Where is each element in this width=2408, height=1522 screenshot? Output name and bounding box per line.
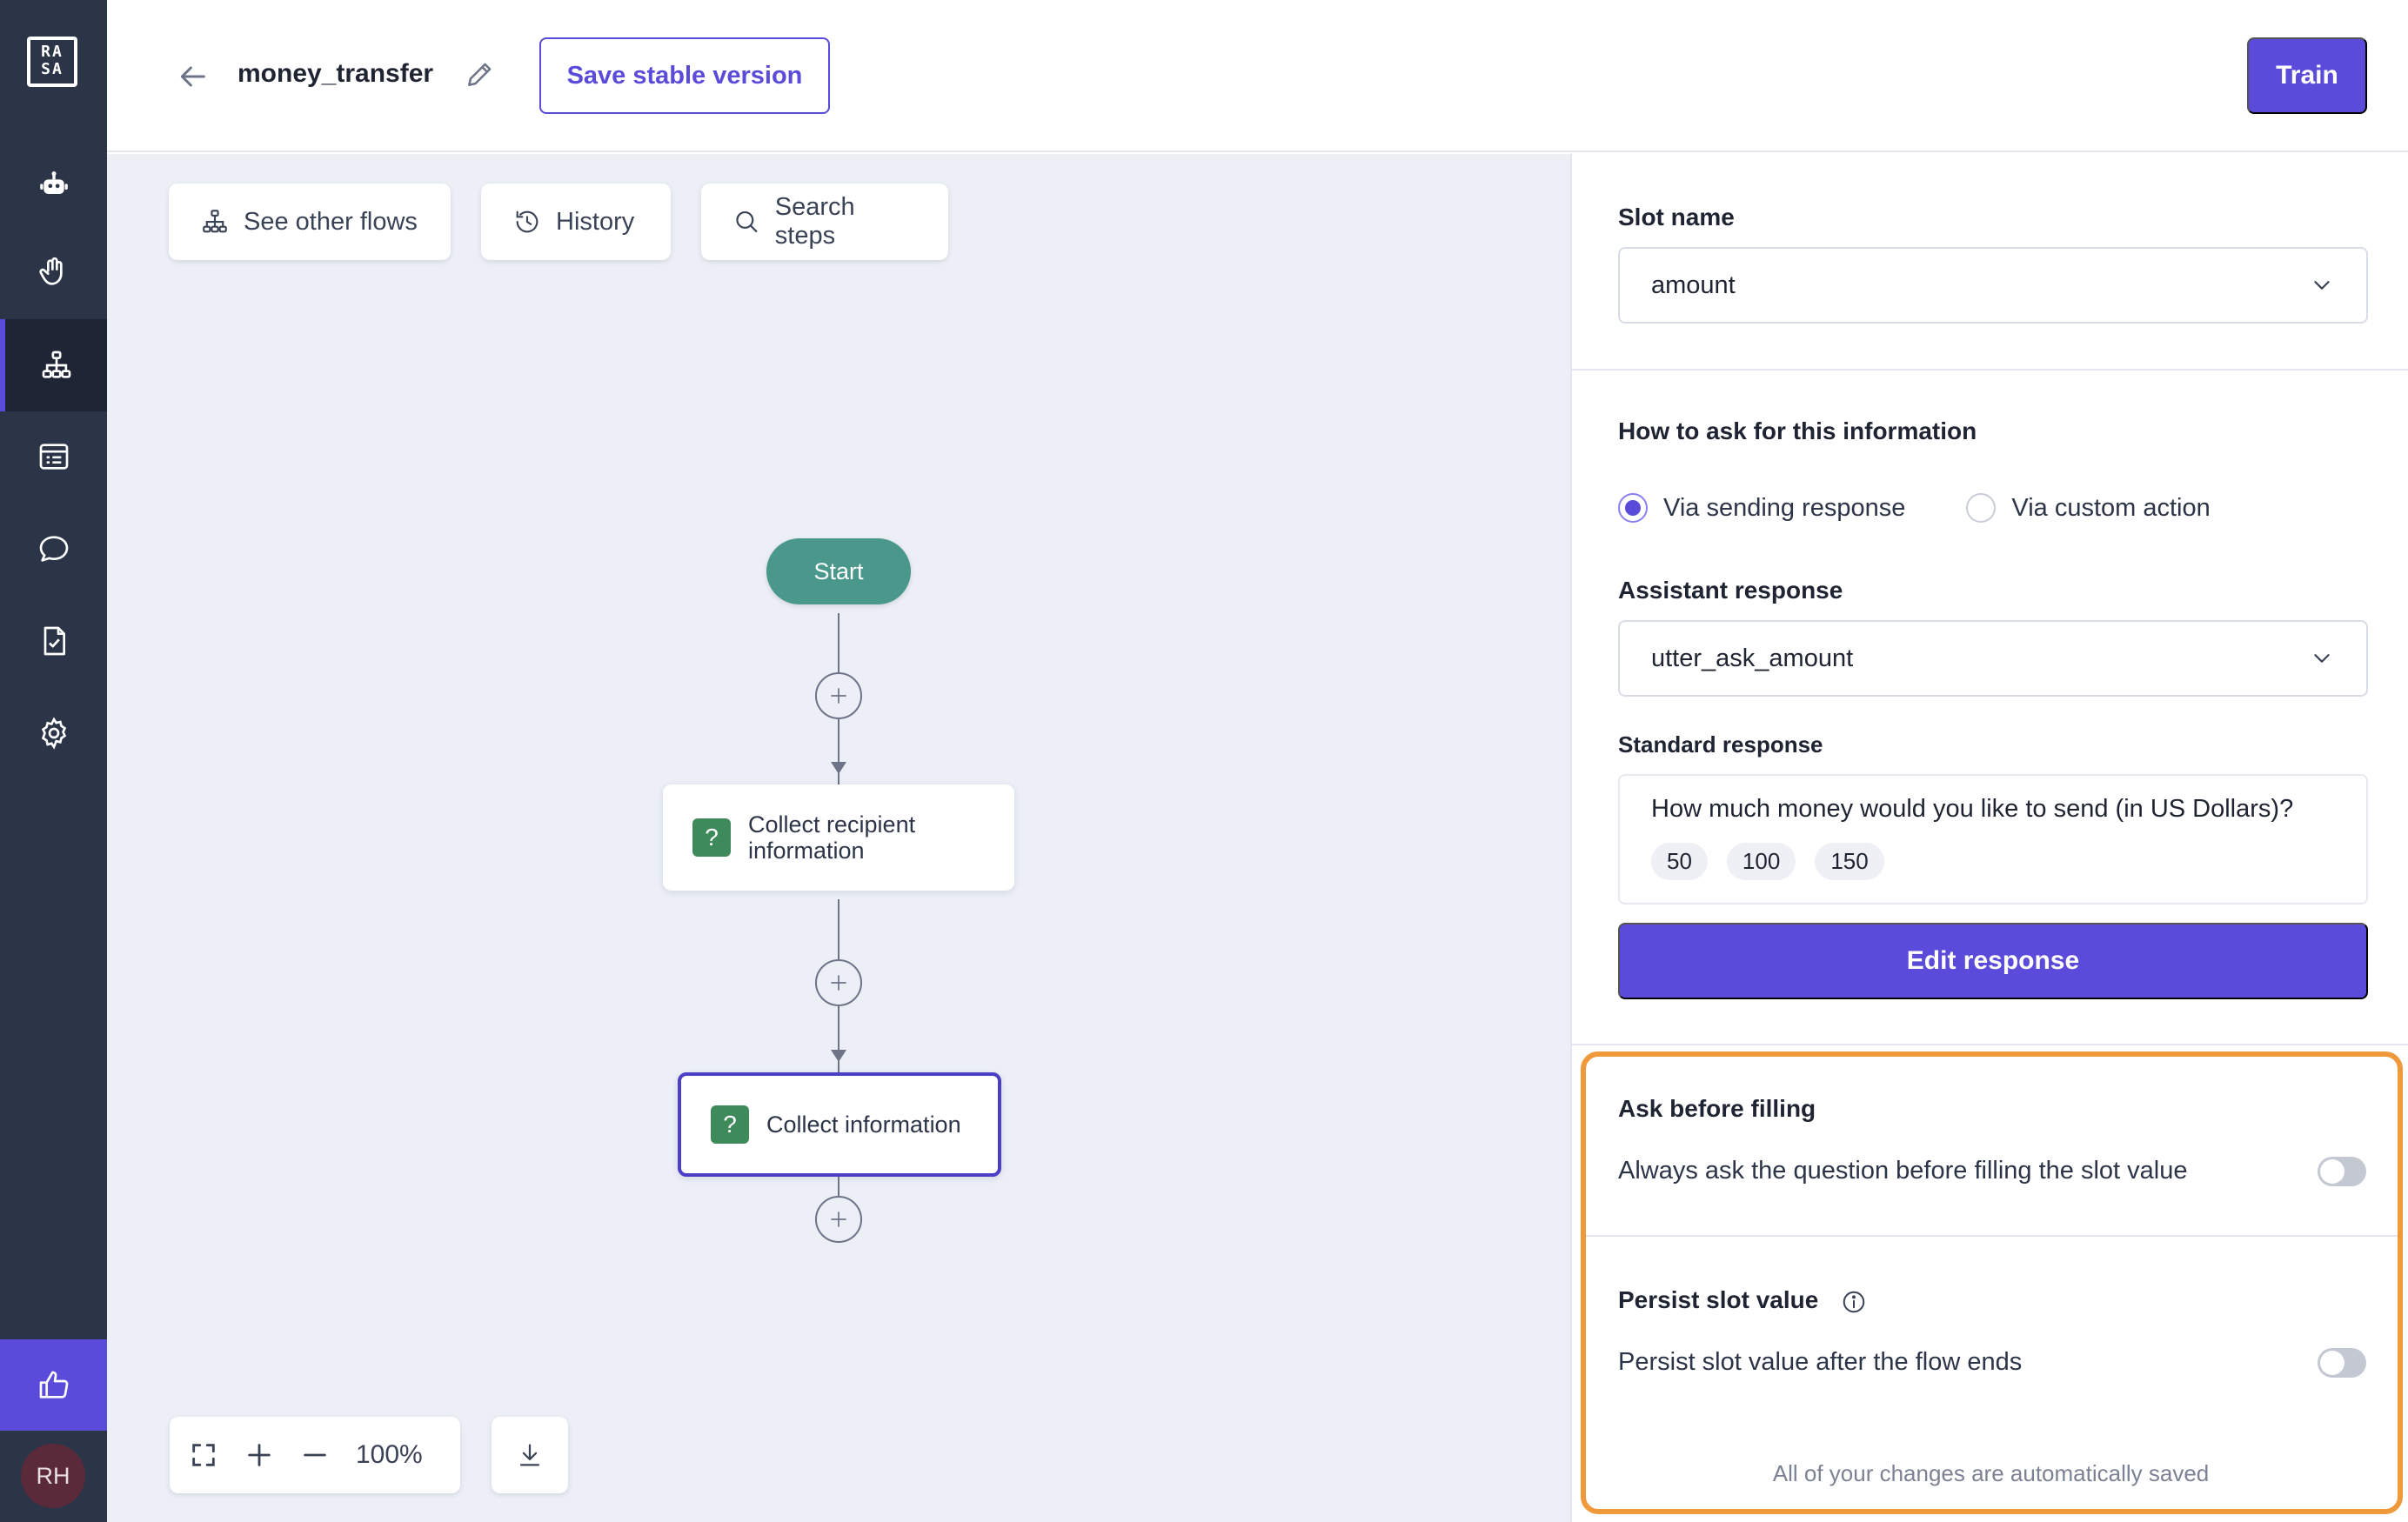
arrow-head	[831, 1050, 846, 1062]
slot-name-value: amount	[1651, 270, 1736, 299]
feedback-button[interactable]	[0, 1339, 107, 1431]
flow-step-label: Collect recipient information	[748, 811, 916, 864]
ask-before-filling-title: Ask before filling	[1618, 1095, 1816, 1122]
zoom-level: 100%	[356, 1440, 423, 1469]
sidebar-item-tests[interactable]	[0, 595, 107, 687]
plus-icon	[831, 1212, 846, 1227]
slot-name-label: Slot name	[1618, 204, 1735, 230]
persist-slot-title: Persist slot value	[1618, 1286, 1867, 1315]
fit-view-icon[interactable]	[189, 1440, 218, 1470]
response-buttons: 50 100 150	[1651, 843, 2335, 880]
question-icon: ?	[711, 1105, 749, 1144]
standard-response-label: Standard response	[1618, 731, 1823, 758]
plus-icon	[831, 975, 846, 991]
history-label: History	[556, 207, 635, 236]
top-header: money_transfer Save stable version Train	[107, 0, 2408, 152]
standard-response-text: How much money would you like to send (i…	[1651, 795, 2294, 823]
divider	[1572, 369, 2408, 370]
see-other-flows-label: See other flows	[244, 207, 418, 236]
radio-indicator	[1966, 493, 1997, 523]
arrow-head	[831, 762, 846, 774]
persist-slot-toggle[interactable]	[2318, 1348, 2366, 1378]
search-icon	[736, 210, 758, 233]
chevron-down-icon	[2314, 281, 2330, 290]
save-stable-version-button[interactable]: Save stable version	[539, 37, 830, 114]
flow-name: money_transfer	[237, 59, 434, 88]
slot-settings-panel: Slot name amount How to ask for this inf…	[1570, 154, 2408, 1522]
assistant-response-value: utter_ask_amount	[1651, 644, 1854, 672]
how-to-ask-label: How to ask for this information	[1618, 417, 1977, 444]
start-node[interactable]: Start	[766, 538, 911, 604]
flow-tree-icon	[42, 350, 70, 378]
persist-slot-title-text: Persist slot value	[1618, 1286, 1819, 1313]
add-step-button[interactable]	[815, 959, 862, 1006]
sidebar-item-settings[interactable]	[0, 687, 107, 779]
radio-via-sending-response[interactable]: Via sending response	[1618, 493, 1905, 523]
flow-step-collect-recipient[interactable]: ? Collect recipient information	[663, 784, 1014, 891]
train-button[interactable]: Train	[2247, 37, 2367, 114]
chevron-down-icon	[2314, 654, 2330, 663]
ask-before-filling-description: Always ask the question before filling t…	[1618, 1157, 2188, 1185]
history-icon	[516, 210, 538, 233]
standard-response-box: How much money would you like to send (i…	[1618, 774, 2368, 905]
radio-label: Via sending response	[1663, 493, 1906, 522]
download-icon	[519, 1444, 540, 1466]
document-check-icon	[43, 626, 65, 656]
sidebar-item-conversations[interactable]	[0, 503, 107, 595]
sidebar-item-assistant[interactable]	[0, 139, 107, 231]
slot-name-select[interactable]: amount	[1618, 247, 2368, 324]
search-steps-label: Search steps	[774, 193, 855, 250]
persist-slot-description: Persist slot value after the flow ends	[1618, 1348, 2023, 1376]
search-steps-button[interactable]: Search steps	[701, 184, 948, 260]
flow-step-label: Collect information	[766, 1111, 961, 1138]
info-icon[interactable]	[1841, 1289, 1867, 1315]
sidebar: RA SA	[0, 0, 107, 1522]
back-arrow-icon[interactable]	[175, 59, 210, 94]
response-button-chip: 100	[1726, 843, 1796, 880]
radio-label: Via custom action	[2011, 493, 2211, 522]
highlight-box	[1581, 1051, 2403, 1514]
zoom-out-icon[interactable]	[300, 1440, 330, 1470]
see-other-flows-button[interactable]: See other flows	[169, 184, 451, 260]
response-button-chip: 150	[1815, 843, 1884, 880]
plus-icon	[831, 688, 846, 704]
chat-bubble-icon	[39, 536, 68, 562]
sidebar-item-content[interactable]	[0, 411, 107, 503]
ask-before-filling-toggle[interactable]	[2318, 1157, 2366, 1186]
sidebar-item-greet[interactable]	[0, 226, 107, 318]
connector-line	[838, 613, 839, 825]
question-icon: ?	[692, 818, 731, 857]
autosave-note: All of your changes are automatically sa…	[1772, 1460, 2210, 1486]
thumbs-up-icon	[39, 1371, 68, 1399]
edit-response-button[interactable]: Edit response	[1618, 923, 2368, 999]
connector-line	[838, 1177, 839, 1203]
pencil-icon[interactable]	[464, 57, 497, 90]
radio-selected-indicator	[1618, 493, 1648, 523]
waving-hand-icon	[38, 257, 63, 285]
assistant-response-label: Assistant response	[1618, 577, 1843, 604]
assistant-response-select[interactable]: utter_ask_amount	[1618, 620, 2368, 697]
flow-step-collect-information[interactable]: ? Collect information	[678, 1072, 1001, 1177]
list-card-icon	[39, 444, 68, 470]
add-step-button[interactable]	[815, 672, 862, 719]
user-avatar[interactable]: RH	[21, 1444, 85, 1508]
response-button-chip: 50	[1651, 843, 1708, 880]
download-button[interactable]	[492, 1417, 568, 1493]
divider	[1586, 1235, 2398, 1237]
flow-tree-icon	[203, 210, 227, 233]
divider	[1572, 1044, 2408, 1045]
ask-method-radio-group: Via sending response Via custom action	[1618, 493, 2211, 523]
add-step-button[interactable]	[815, 1196, 862, 1243]
history-button[interactable]: History	[481, 184, 671, 260]
gear-icon	[41, 717, 66, 750]
zoom-in-icon[interactable]	[244, 1440, 274, 1470]
flow-canvas[interactable]: See other flows History Search steps Sta…	[107, 154, 1570, 1522]
robot-icon	[39, 171, 68, 194]
radio-via-custom-action[interactable]: Via custom action	[1966, 493, 2211, 523]
zoom-controls: 100%	[170, 1417, 460, 1493]
sidebar-item-flows[interactable]	[0, 319, 107, 411]
rasa-logo[interactable]: RA SA	[27, 37, 77, 87]
